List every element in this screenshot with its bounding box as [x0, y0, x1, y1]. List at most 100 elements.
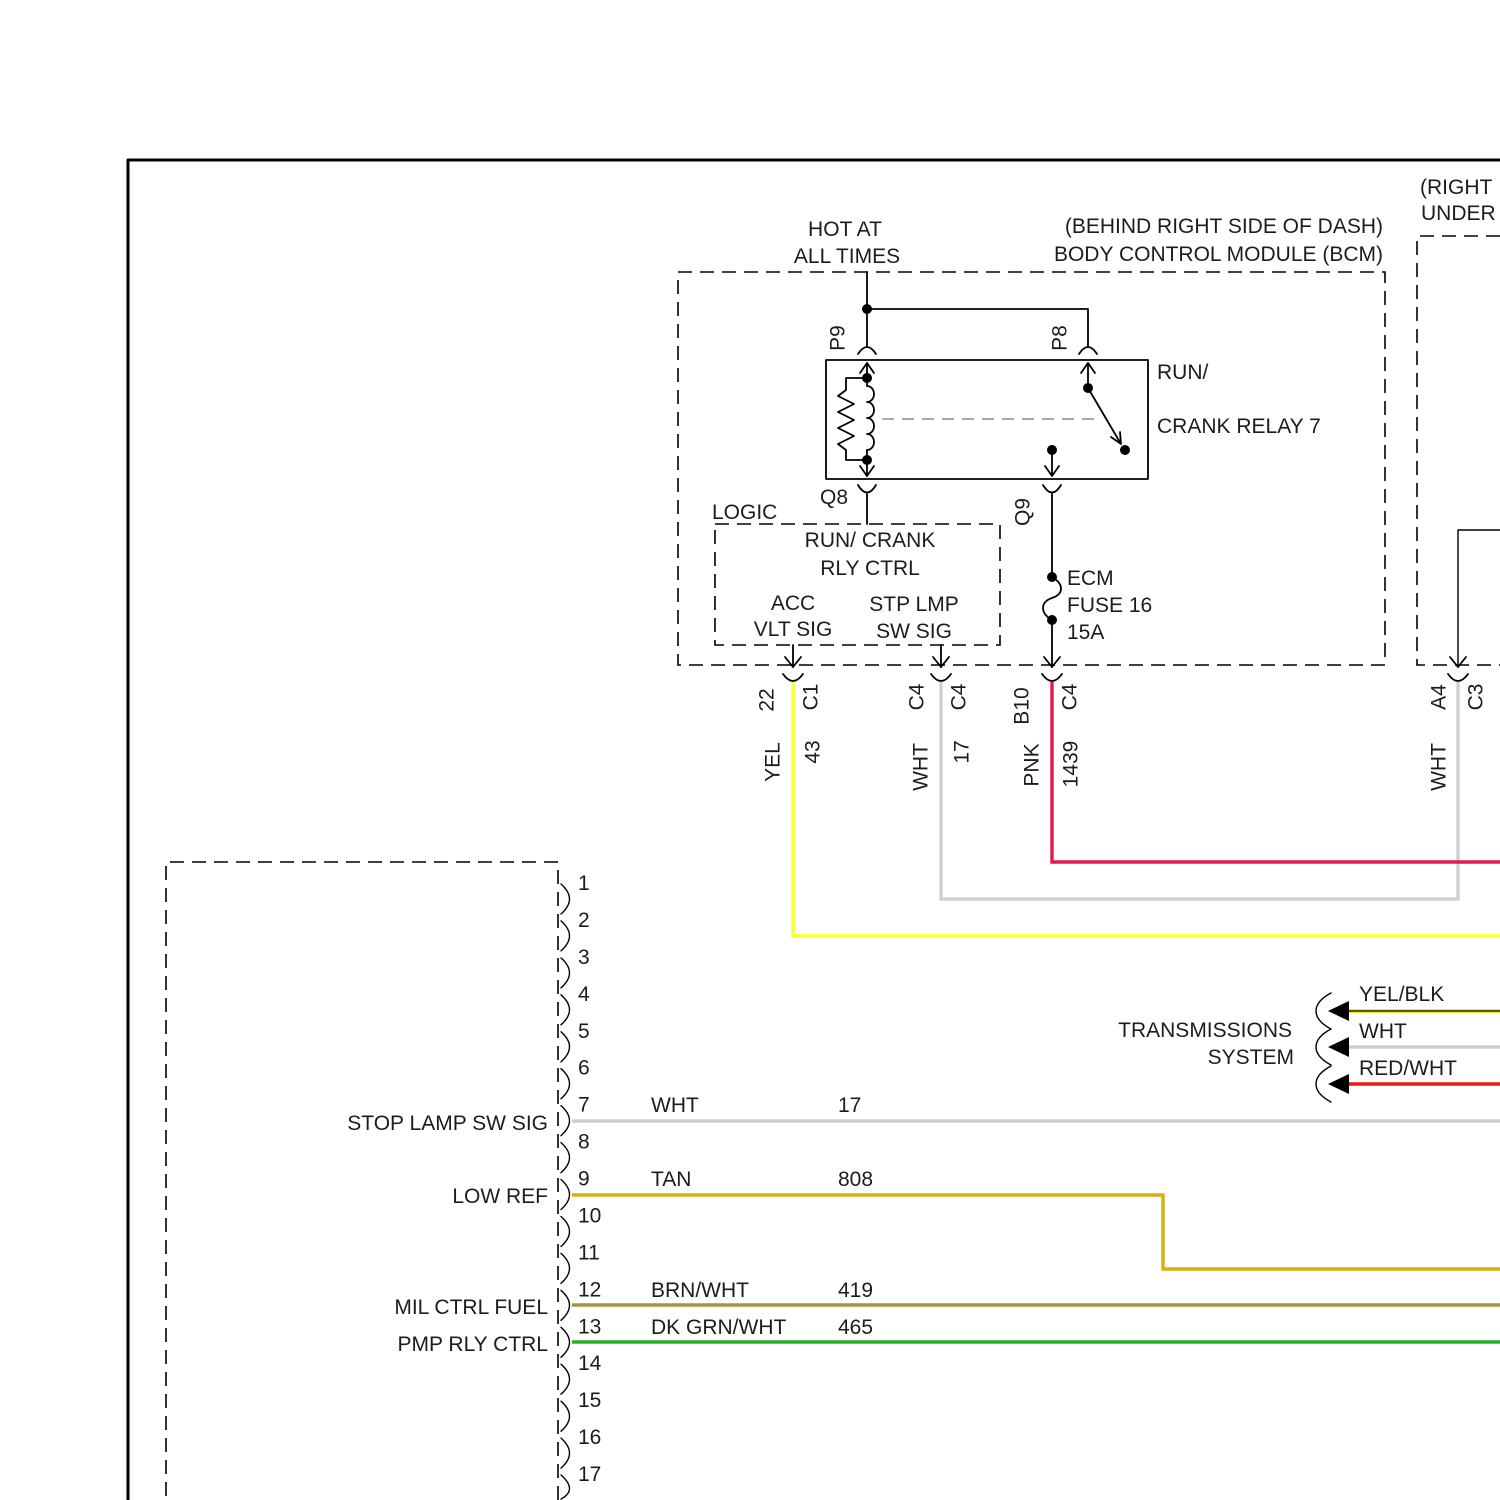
pin-cavity-bracket-15 — [561, 1401, 570, 1431]
pin-cavity-bracket-11 — [561, 1253, 570, 1283]
terminal-p8-label: P8 — [1049, 325, 1072, 351]
pin-number-6: 6 — [578, 1057, 590, 1080]
wire-0-circuit: 17 — [838, 1094, 861, 1117]
wire-2-circuit: 419 — [838, 1279, 873, 1302]
right-module-label-line2: UNDER — [1421, 202, 1496, 225]
wire-3-circuit: 465 — [838, 1316, 873, 1339]
output-2-cavity: B10 — [1011, 687, 1034, 724]
transmission-wire-2-label: RED/WHT — [1359, 1057, 1457, 1080]
pin-cavity-bracket-7 — [561, 1106, 570, 1136]
pin-cavity-bracket-3 — [561, 958, 570, 988]
power-source-label-line2: ALL TIMES — [794, 245, 900, 268]
relay-name-line2: CRANK RELAY 7 — [1157, 415, 1321, 438]
output-3-connector: C3 — [1465, 684, 1488, 711]
relay-name-line1: RUN/ — [1157, 361, 1208, 384]
bcm-name-label: BODY CONTROL MODULE (BCM) — [1054, 243, 1383, 266]
pin-cavity-bracket-12 — [561, 1290, 570, 1320]
wire-2-color-label: BRN/WHT — [651, 1279, 749, 1302]
wire-0-color-label: WHT — [651, 1094, 699, 1117]
output-1-circuit: 17 — [951, 740, 974, 763]
acc-vlt-sig-line2: VLT SIG — [754, 618, 833, 641]
relay-switch-arm — [1088, 388, 1121, 444]
transmission-wire-0-label: YEL/BLK — [1359, 983, 1444, 1006]
fuse-label-line2: FUSE 16 — [1067, 594, 1152, 617]
logic-title: LOGIC — [712, 501, 777, 524]
transmission-wire-1-label: WHT — [1359, 1020, 1407, 1043]
pin-number-16: 16 — [578, 1426, 601, 1449]
fuse-label-line3: 15A — [1067, 621, 1104, 644]
wire-tan-808 — [572, 1195, 1500, 1269]
pin-number-10: 10 — [578, 1205, 601, 1228]
transmission-label-line2: SYSTEM — [1208, 1046, 1294, 1069]
pin-number-2: 2 — [578, 909, 590, 932]
pin-cavity-bracket-13 — [561, 1327, 570, 1357]
output-0-cavity: 22 — [756, 688, 779, 711]
pin-number-5: 5 — [578, 1020, 590, 1043]
output-2-connector: C4 — [1059, 683, 1082, 710]
run-crank-ctrl-line2: RLY CTRL — [820, 557, 920, 580]
stp-lmp-sw-sig-line1: STP LMP — [869, 593, 958, 616]
acc-vlt-sig-line1: ACC — [771, 592, 815, 615]
pin-number-1: 1 — [578, 872, 590, 895]
pin-number-9: 9 — [578, 1168, 590, 1191]
signal-mil-ctrl-fuel: MIL CTRL FUEL — [394, 1296, 548, 1319]
coil-bottom-dot — [862, 455, 872, 465]
stp-lmp-sw-sig-line2: SW SIG — [876, 620, 952, 643]
arrow-left-icon — [1328, 1037, 1349, 1057]
relay-coil — [867, 386, 874, 450]
pin-number-11: 11 — [578, 1241, 600, 1264]
pin-number-7: 7 — [578, 1094, 590, 1117]
pin-cavity-bracket-8 — [561, 1143, 570, 1173]
output-1-connector: C4 — [948, 683, 971, 710]
wire-3-color-label: DK GRN/WHT — [651, 1316, 786, 1339]
transmission-connector-bracket — [1316, 993, 1331, 1102]
pin-number-15: 15 — [578, 1389, 601, 1412]
signal-stop-lamp-sw-sig: STOP LAMP SW SIG — [347, 1112, 548, 1135]
power-source-label-line1: HOT AT — [808, 218, 882, 241]
pin-cavity-bracket-6 — [561, 1069, 570, 1099]
wire-1-circuit: 808 — [838, 1168, 873, 1191]
arrow-left-icon — [1328, 1074, 1349, 1094]
coil-top-dot — [862, 373, 872, 383]
signal-pmp-rly-ctrl: PMP RLY CTRL — [397, 1333, 548, 1356]
pin-cavity-bracket-14 — [561, 1364, 570, 1394]
output-0-circuit: 43 — [802, 740, 825, 763]
right-module-internal-line — [1458, 530, 1500, 667]
pin-number-3: 3 — [578, 946, 590, 969]
fuse-label-line1: ECM — [1067, 567, 1114, 590]
terminal-q8-label: Q8 — [820, 486, 848, 509]
signal-low-ref: LOW REF — [452, 1185, 548, 1208]
output-3-color-label: WHT — [1428, 743, 1451, 791]
pin-cavity-bracket-5 — [561, 1032, 570, 1062]
output-1-cavity: C4 — [906, 683, 929, 710]
run-crank-ctrl-line1: RUN/ CRANK — [805, 529, 936, 552]
q9-connector-symbol — [1043, 450, 1061, 493]
coil-suppression-resistor — [838, 378, 867, 460]
pin-number-17: 17 — [578, 1463, 601, 1486]
output-0-connector: C1 — [800, 684, 823, 711]
terminal-q9-label: Q9 — [1012, 498, 1035, 526]
bcm-location-label: (BEHIND RIGHT SIDE OF DASH) — [1065, 215, 1383, 238]
pin-cavity-bracket-9 — [561, 1180, 570, 1210]
left-module-boundary — [166, 862, 558, 1500]
terminal-p9-label: P9 — [827, 325, 850, 351]
pin-cavity-bracket-1 — [561, 884, 570, 914]
output-2-circuit: 1439 — [1060, 741, 1083, 788]
wire-1-color-label: TAN — [651, 1168, 691, 1191]
pin-number-14: 14 — [578, 1352, 602, 1375]
pin-cavity-bracket-2 — [561, 921, 570, 951]
pin-number-13: 13 — [578, 1315, 601, 1338]
switch-contact-dot — [1120, 445, 1130, 455]
transmission-label-line1: TRANSMISSIONS — [1118, 1019, 1292, 1042]
output-3-cavity: A4 — [1428, 684, 1451, 710]
pin-cavity-bracket-4 — [561, 995, 570, 1025]
pin-cavity-bracket-17 — [561, 1475, 570, 1499]
pin-cavity-bracket-10 — [561, 1217, 570, 1247]
pin-number-12: 12 — [578, 1278, 601, 1301]
pin-number-4: 4 — [578, 983, 590, 1006]
right-module-label-line1: (RIGHT — [1420, 176, 1492, 199]
arrow-left-icon — [1328, 1001, 1349, 1021]
logic-output-leads — [793, 645, 941, 667]
